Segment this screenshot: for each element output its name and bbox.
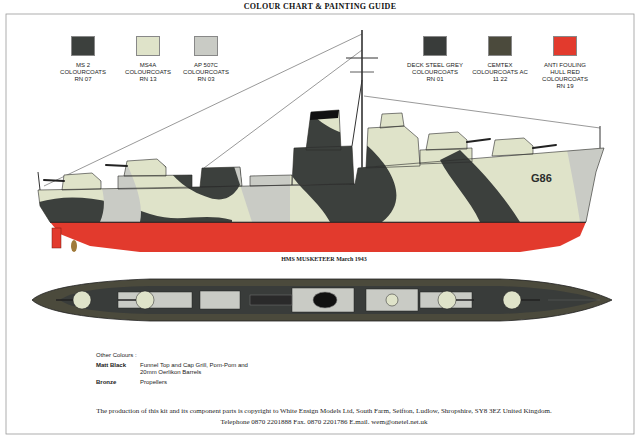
legend-item: AP 507C COLOURCOATS RN 03 bbox=[176, 36, 236, 83]
colour-name: Bronze bbox=[96, 379, 116, 386]
paint-name: MS4A COLOURCOATS RN 13 bbox=[120, 62, 176, 83]
paint-name: AP 507C COLOURCOATS RN 03 bbox=[178, 62, 234, 83]
legend-item: MS 2 COLOURCOATS RN 07 bbox=[53, 36, 113, 83]
title-box: COLOUR CHART & PAINTING GUIDE bbox=[0, 2, 640, 11]
label-box: Other Colours : bbox=[96, 352, 137, 359]
paint-name: DECK STEEL GREY COLOURCOATS RN 01 bbox=[407, 62, 463, 83]
paint-name: CEMTEX COLOURCOATS AC 11 22 bbox=[472, 62, 528, 83]
label-box: HMS MUSKETEER March 1943 bbox=[4, 256, 640, 262]
label-box: The production of this kit and its compo… bbox=[4, 408, 640, 416]
colour-name: Matt Black bbox=[96, 362, 126, 369]
label-box: Funnel Top and Cap Grill, Pom-Pom and 20… bbox=[140, 362, 260, 376]
label-box: G86 bbox=[530, 172, 553, 184]
copyright-note: The production of this kit and its compo… bbox=[4, 408, 640, 416]
colour-swatch bbox=[71, 36, 95, 56]
legend-item: CEMTEX COLOURCOATS AC 11 22 bbox=[470, 36, 530, 83]
legend-item: ANTI FOULING HULL RED COLOURCOATS RN 19 bbox=[535, 36, 595, 90]
chart-title: COLOUR CHART & PAINTING GUIDE bbox=[240, 2, 401, 11]
legend-item: MS4A COLOURCOATS RN 13 bbox=[118, 36, 178, 83]
colour-use: Propellers bbox=[140, 379, 167, 386]
legend-item: DECK STEEL GREY COLOURCOATS RN 01 bbox=[405, 36, 465, 83]
label-box: Telephone 0870 2201888 Fax. 0870 2201786… bbox=[4, 419, 640, 427]
colour-swatch bbox=[553, 36, 577, 56]
colour-swatch bbox=[194, 36, 218, 56]
label-box: Matt Black bbox=[96, 362, 126, 369]
contact-line: Telephone 0870 2201888 Fax. 0870 2201786… bbox=[4, 419, 640, 427]
colour-swatch bbox=[488, 36, 512, 56]
pennant-number: G86 bbox=[530, 172, 553, 184]
label-box: Propellers bbox=[140, 379, 167, 386]
ship-name: HMS MUSKETEER March 1943 bbox=[4, 256, 640, 262]
note-heading: Other Colours : bbox=[96, 352, 137, 359]
label-box: Bronze bbox=[96, 379, 116, 386]
paint-name: MS 2 COLOURCOATS RN 07 bbox=[55, 62, 111, 83]
colour-use: Funnel Top and Cap Grill, Pom-Pom and 20… bbox=[140, 362, 260, 376]
colour-swatch bbox=[136, 36, 160, 56]
colour-swatch bbox=[423, 36, 447, 56]
paint-name: ANTI FOULING HULL RED COLOURCOATS RN 19 bbox=[537, 62, 593, 90]
